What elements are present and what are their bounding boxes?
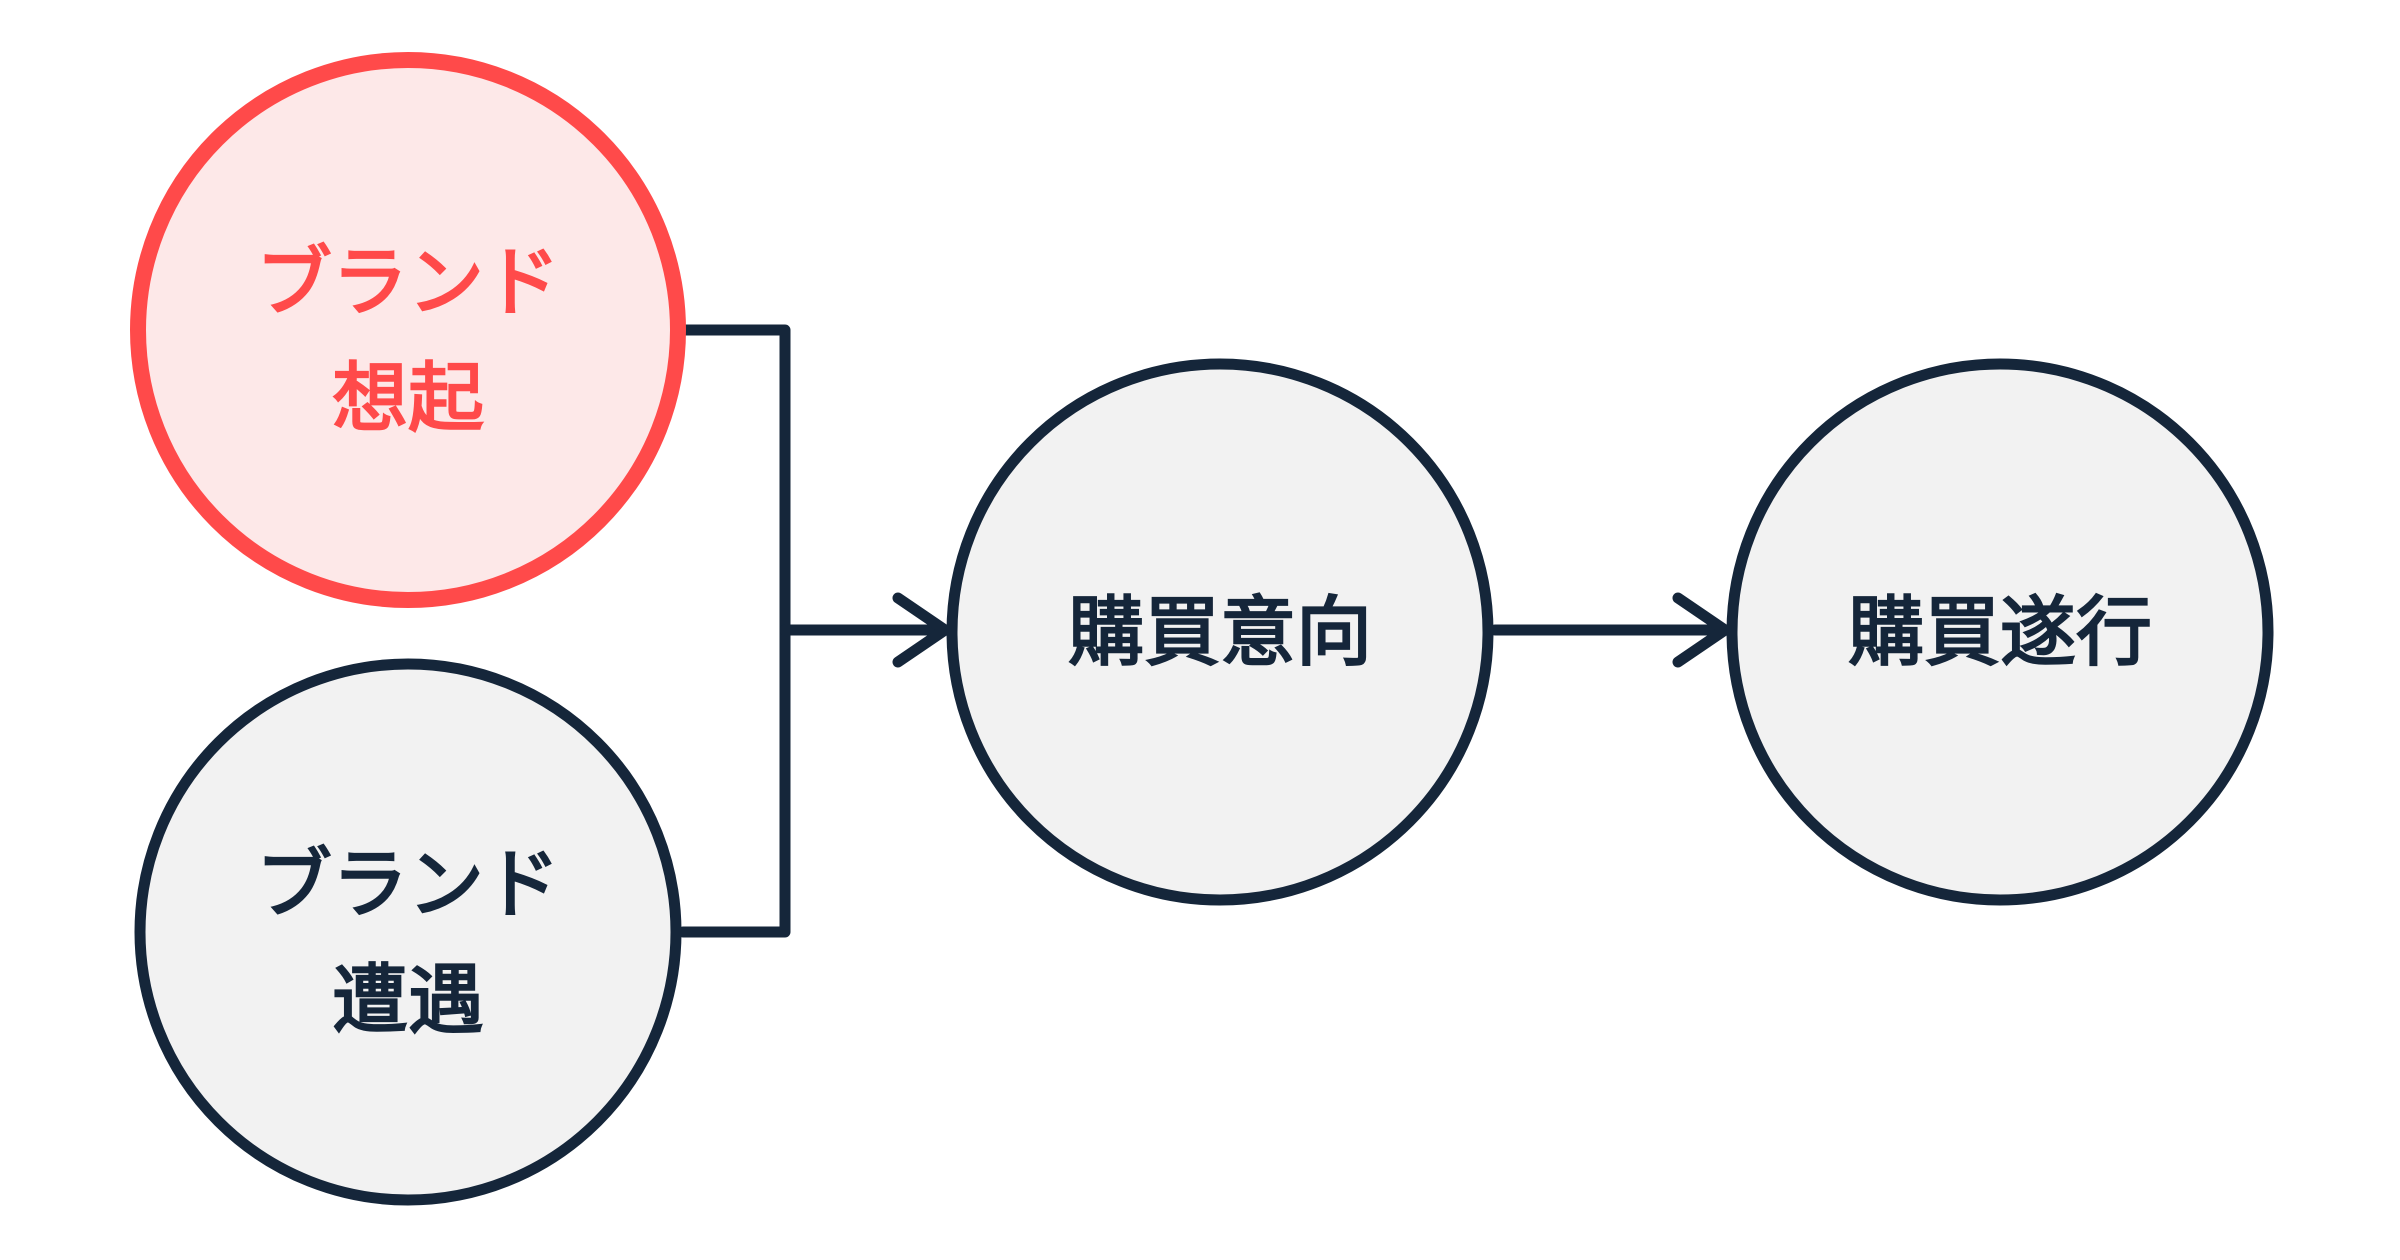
arrowhead-completion-icon: [1672, 592, 1731, 668]
node-label-line-2: 想起: [332, 354, 485, 443]
node-circle: [134, 658, 682, 1206]
connector-encounter-to-merge: [677, 624, 791, 938]
node-circle: [130, 52, 686, 608]
node-purchase-intent: 購買意向: [946, 358, 1494, 906]
connector-recall-to-merge: [677, 324, 791, 636]
node-label-line-1: ブランド: [256, 840, 560, 929]
node-label-line-2: 遭遇: [332, 956, 484, 1045]
node-label-line-1: ブランド: [256, 238, 560, 327]
node-brand-encounter: ブランド 遭遇: [134, 658, 682, 1206]
node-circle: [946, 358, 1494, 906]
node-purchase-completion: 購買遂行: [1726, 358, 2274, 906]
arrowhead-intent-icon: [892, 592, 951, 668]
connectors: [677, 324, 1731, 938]
node-brand-recall: ブランド 想起: [130, 52, 686, 608]
node-circle: [1726, 358, 2274, 906]
node-label-line-1: 購買意向: [1068, 588, 1372, 677]
node-label-line-1: 購買遂行: [1848, 588, 2152, 677]
